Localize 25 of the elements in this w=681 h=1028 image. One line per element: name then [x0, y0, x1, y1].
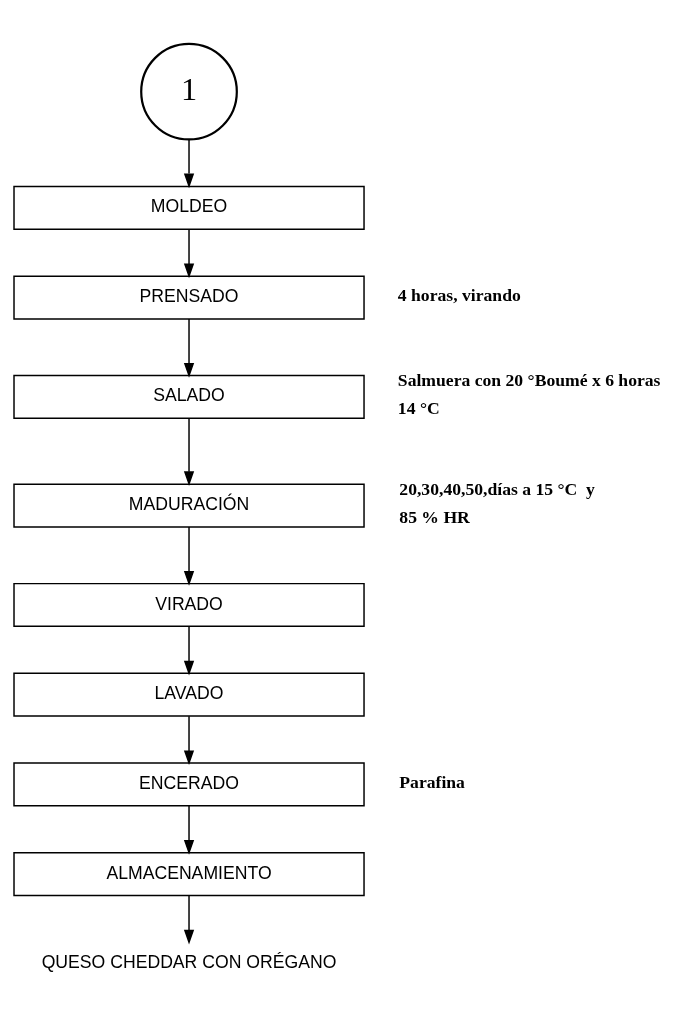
arrow: [183, 804, 195, 855]
node-label: Salmuera con 20 °Boumé x 6 horas: [397, 369, 661, 390]
node-box: ALMACENAMIENTO: [13, 851, 365, 896]
node-label: 85 % HR: [399, 506, 470, 527]
node-box: MOLDEO: [13, 185, 365, 230]
node-box: SALADO: [13, 374, 365, 419]
arrow: [183, 715, 195, 765]
arrow: [183, 525, 195, 586]
arrow: [183, 138, 195, 188]
node-box: VIRADO: [13, 582, 365, 627]
arrow: [183, 894, 195, 945]
node-label: 20,30,40,50,días a 15 °C y: [399, 478, 595, 499]
node-label: Parafina: [399, 771, 465, 792]
node-box: LAVADO: [13, 672, 365, 717]
node-circle: 1: [140, 42, 238, 141]
node-label: 4 horas, virando: [397, 284, 521, 305]
node-box: MADURACIÓN: [13, 483, 365, 528]
arrow: [183, 417, 195, 486]
node-box: PRENSADO: [13, 275, 365, 320]
arrow: [183, 228, 195, 278]
arrow: [183, 625, 195, 675]
node-label: 14 °C: [397, 397, 440, 418]
node-box: ENCERADO: [13, 761, 365, 806]
node-text: QUESO CHEDDAR CON ORÉGANO: [41, 951, 337, 972]
arrow: [183, 317, 195, 378]
